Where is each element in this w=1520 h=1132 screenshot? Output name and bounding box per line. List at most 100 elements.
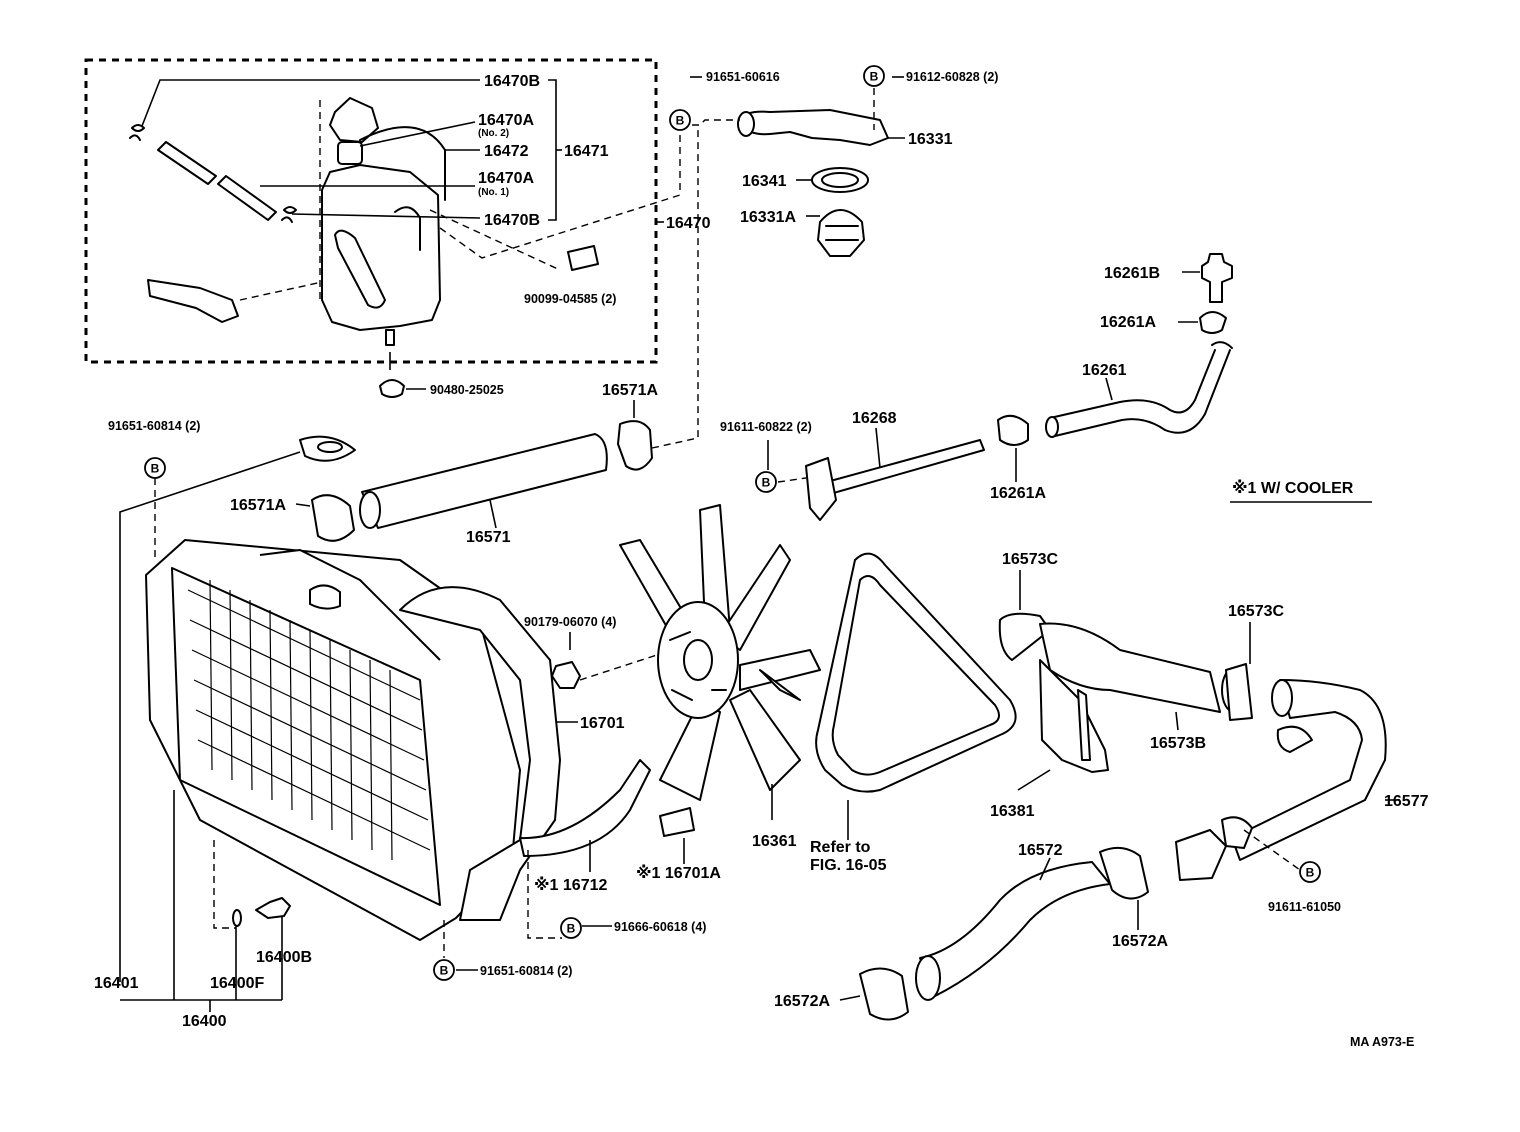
label-91612-60828: 91612-60828 (2) — [906, 70, 998, 84]
clamp-16573C-b — [1225, 663, 1253, 721]
clamp-16571A-top — [617, 420, 653, 471]
label-16577: 16577 — [1384, 793, 1429, 810]
clamp-16572A-mid — [1099, 846, 1149, 900]
clip-16701A — [659, 807, 695, 864]
label-91611-61050: 91611-61050 — [1268, 900, 1341, 914]
svg-text:B: B — [762, 476, 771, 490]
label-91651-60814-bot: 91651-60814 (2) — [480, 964, 572, 978]
grommet-90480 — [379, 379, 426, 398]
bolt-91666-guide — [527, 850, 562, 939]
badge-b-91651-60814-bot: B — [433, 959, 455, 981]
label-16470B-upper: 16470B — [484, 73, 540, 90]
drain-cock-16400B — [255, 897, 291, 919]
label-with-cooler: ※1 W/ COOLER — [1232, 479, 1354, 497]
badge-b-91612-60828: B — [863, 65, 885, 87]
radiator-filler-neck — [309, 584, 341, 610]
callout-labels: 16470B 16470A (No. 2) 16472 16471 16470A… — [94, 70, 1429, 1049]
label-16331: 16331 — [908, 131, 953, 148]
label-16571: 16571 — [466, 529, 511, 546]
clamp-16261A-mid — [997, 414, 1029, 446]
bracket-16381 — [1039, 659, 1109, 773]
upper-hose-group — [295, 126, 699, 542]
fan-shroud-16701 — [399, 586, 578, 921]
label-91651-60814-top: 91651-60814 (2) — [108, 419, 200, 433]
lower-hose-16572 — [839, 846, 1149, 1021]
radiator-16401 — [119, 435, 521, 1012]
badge-b-91611-61050: B — [1299, 861, 1321, 883]
badge-b-91651-60814-top: B — [144, 457, 166, 479]
label-16361: 16361 — [752, 833, 797, 850]
badge-b-91611-60822: B — [755, 471, 777, 493]
hose-16573B — [1039, 622, 1221, 713]
label-91611-60822: 91611-60822 (2) — [720, 420, 812, 434]
label-90099-04585: 90099-04585 (2) — [524, 292, 616, 306]
reservoir-drain — [385, 329, 395, 346]
badge-b-91651-60616: B — [669, 109, 691, 131]
label-16400F: 16400F — [210, 975, 264, 992]
thermostat-16331A — [817, 209, 865, 257]
label-16471: 16471 — [564, 143, 609, 160]
pipe-flange — [805, 457, 837, 521]
v-belt — [815, 552, 1017, 840]
union-16261B — [1201, 253, 1233, 303]
reservoir-tank-group — [84, 58, 681, 364]
reservoir-window — [334, 229, 386, 309]
hose-no1 — [217, 175, 277, 221]
label-16571A-left: 16571A — [230, 497, 286, 514]
upper-hose-16571 — [361, 433, 608, 529]
water-outlet-group — [679, 88, 905, 257]
label-fig-16-05: FIG. 16-05 — [810, 857, 887, 874]
badge-b-91666-60618: B — [560, 917, 582, 939]
overflow-hose — [359, 126, 446, 201]
reservoir-tank — [321, 164, 441, 331]
label-16261A-top: 16261A — [1100, 314, 1156, 331]
label-91651-60616: 91651-60616 — [706, 70, 780, 84]
drain-parts — [213, 840, 291, 929]
clamp-16261A-top — [1199, 311, 1227, 334]
label-16701A: ※1 16701A — [636, 864, 721, 882]
label-16261B: 16261B — [1104, 265, 1160, 282]
label-90179-06070: 90179-06070 (4) — [524, 615, 616, 629]
label-16401: 16401 — [94, 975, 139, 992]
label-16573C-a: 16573C — [1002, 551, 1058, 568]
label-16400: 16400 — [182, 1013, 227, 1030]
label-16331A: 16331A — [740, 209, 796, 226]
outlet-opening — [737, 111, 755, 137]
label-91666-60618: 91666-60618 (4) — [614, 920, 706, 934]
svg-text:B: B — [870, 70, 879, 84]
label-16470A-no1-sub: (No. 1) — [478, 187, 509, 198]
fan-nut-90179 — [551, 632, 661, 689]
heater-hose-group — [767, 253, 1233, 521]
gasket-16400F — [232, 909, 242, 927]
label-16381: 16381 — [990, 803, 1035, 820]
reservoir-rib — [394, 206, 421, 251]
clamp-16572A-low — [859, 967, 909, 1021]
clip-16470B-upper — [129, 124, 145, 141]
label-16261A-mid: 16261A — [990, 485, 1046, 502]
hose-16577 — [1231, 679, 1387, 861]
svg-text:B: B — [440, 964, 449, 978]
label-refer-to: Refer to — [810, 839, 871, 856]
label-90480-25025: 90480-25025 — [430, 383, 504, 397]
label-16571A-top: 16571A — [602, 382, 658, 399]
label-16712: ※1 16712 — [534, 876, 607, 894]
pipe-16268 — [811, 439, 985, 499]
label-16261: 16261 — [1082, 362, 1127, 379]
svg-text:B: B — [1306, 866, 1315, 880]
reservoir-badge-guide — [439, 194, 681, 259]
cooler-hose-group — [998, 570, 1400, 881]
label-16573C-b: 16573C — [1228, 603, 1284, 620]
clip-16470B-lower — [281, 206, 297, 223]
label-16701: 16701 — [580, 715, 625, 732]
label-16400B: 16400B — [256, 949, 312, 966]
label-16470A-no2: 16470A — [478, 112, 534, 129]
label-16341: 16341 — [742, 173, 787, 190]
svg-text:B: B — [676, 114, 685, 128]
label-16268: 16268 — [852, 410, 897, 427]
label-16470A-no2-sub: (No. 2) — [478, 128, 509, 139]
reservoir-group-box — [84, 58, 658, 364]
reservoir-neck — [337, 141, 363, 165]
shroud-lower-16712 — [519, 759, 651, 872]
hose-no2 — [157, 141, 217, 185]
clamp-16571A-left — [311, 494, 355, 542]
